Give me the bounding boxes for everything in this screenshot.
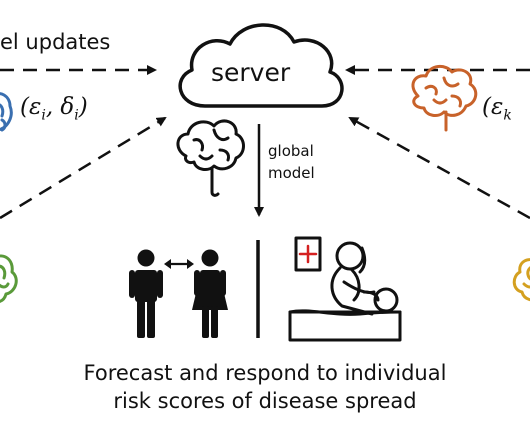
caption-line-2: risk scores of disease spread: [113, 389, 417, 413]
global-model-label-2: model: [268, 164, 315, 182]
left-params-close: ): [78, 94, 88, 120]
caption-line-1: Forecast and respond to individual: [83, 361, 447, 385]
left-params-open: (ε: [20, 94, 42, 120]
arrow-diag-left: [0, 116, 167, 220]
model-updates-label: el updates: [0, 30, 111, 54]
global-model-label-1: global: [268, 142, 314, 160]
arrow-diag-right: [348, 116, 530, 220]
right-privacy-params: (εk: [482, 94, 512, 124]
left-params-mid: , δ: [45, 94, 75, 120]
left-privacy-params: (εi, δi): [20, 94, 88, 124]
right-params-open: (ε: [482, 94, 504, 120]
server-label: server: [211, 58, 291, 87]
brain-icon-bottom-right: [512, 258, 530, 302]
woman-icon: [192, 249, 228, 338]
server-cloud-icon: [178, 23, 344, 108]
left-params-sub-epsilon: i: [41, 107, 46, 124]
man-icon: [129, 249, 163, 338]
distance-arrow-icon: [164, 259, 194, 269]
brain-icon-left: [0, 92, 13, 132]
left-params-sub-delta: i: [74, 107, 79, 124]
brain-icon-right: [411, 65, 478, 132]
brain-icon-center: [176, 119, 245, 197]
brain-icon-bottom-left: [0, 254, 18, 303]
right-params-sub-k: k: [503, 107, 512, 124]
doctor-patient-icon: [288, 236, 402, 342]
